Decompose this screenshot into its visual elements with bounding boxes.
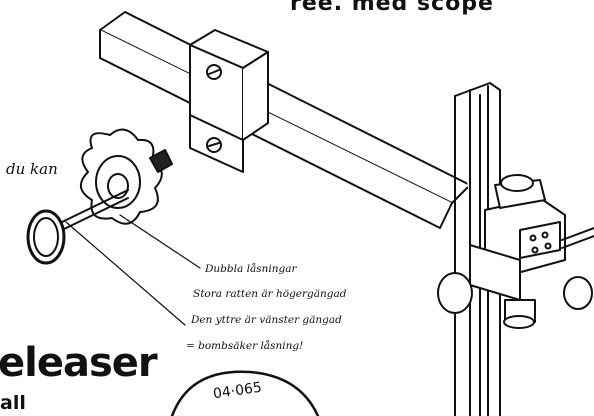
annotation-leaders	[65, 214, 201, 326]
sight-bracket-icon	[437, 174, 594, 329]
annotation-line-1: Dubbla låsningar	[205, 263, 297, 275]
du-kan-label: du kan	[6, 160, 58, 178]
section-heading: eleaser	[0, 340, 158, 386]
dial-icon	[170, 370, 320, 416]
section-subheading: all	[0, 392, 26, 414]
page-title: ree. med scope	[290, 0, 494, 16]
mounting-block	[189, 29, 269, 173]
annotation-line-4: = bombsäker låsning!	[186, 340, 304, 352]
annotation-line-3: Den yttre är vänster gängad	[191, 314, 342, 326]
locking-knob-icon	[26, 128, 173, 265]
annotation-line-2: Stora ratten är högergängad	[193, 288, 347, 300]
